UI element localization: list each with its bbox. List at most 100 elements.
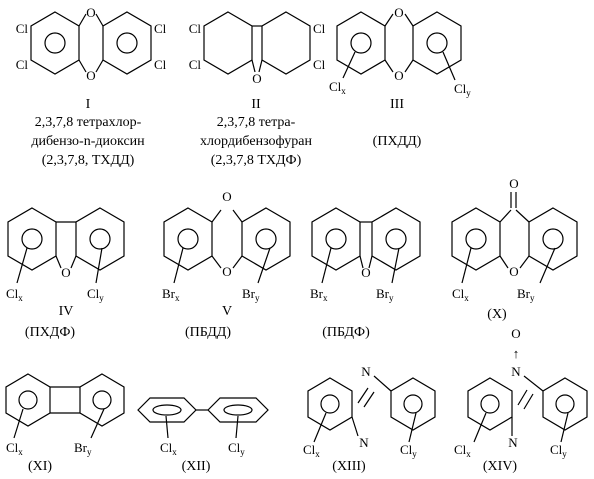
aromatic-circle [385, 228, 407, 250]
structure-IV: O Clx Cly IV (ПХДФ) [6, 207, 125, 340]
chlorine-atom: Cl [16, 57, 29, 72]
chlorine-atom: Cl [189, 21, 202, 36]
aromatic-circle [18, 390, 38, 410]
aromatic-circle [325, 228, 347, 250]
ring-left [7, 207, 57, 271]
chlorine-substituent: Clx [452, 286, 469, 303]
n-oxide-arrow: ↑ [513, 346, 520, 361]
chlorine-atom: Cl [16, 21, 29, 36]
chlorine-substituent: Clx [6, 440, 23, 457]
oxygen-atom: O [361, 265, 370, 280]
oxygen-atom: O [61, 265, 70, 280]
nitrogen-atom: N [361, 364, 371, 379]
nitrogen-atom: N [359, 435, 369, 450]
oxygen-atom: O [222, 264, 231, 279]
caption-line: (2,3,7,8 ТХДФ) [211, 153, 302, 168]
chlorine-substituent: Clx [303, 442, 320, 459]
chlorine-atom: Cl [154, 57, 167, 72]
ring-left [451, 207, 501, 271]
aromatic-circle [555, 394, 575, 414]
oxygen-atom: O [86, 68, 95, 83]
structure-number: I [86, 97, 91, 112]
oxygen-atom: O [509, 264, 518, 279]
bromine-substituent: Bry [242, 286, 260, 303]
aromatic-circle [152, 404, 182, 416]
chlorine-atom: Cl [154, 21, 167, 36]
abbreviation: (ПХДФ) [25, 325, 75, 340]
structure-number: II [251, 97, 261, 112]
structure-III: O O Clx Cly III (ПХДД) [329, 5, 471, 149]
oxygen-atom: O [511, 326, 520, 341]
bromine-substituent: Brx [310, 286, 328, 303]
structure-XIII: N N Clx Cly (XIII) [303, 364, 436, 474]
oxygen-atom: O [394, 68, 403, 83]
ring-left [467, 377, 513, 431]
ring-left [163, 207, 213, 271]
aromatic-circle [177, 228, 199, 250]
ring-left [307, 377, 353, 431]
structure-number: (XIV) [483, 459, 518, 474]
chlorine-substituent: Cly [454, 81, 471, 98]
chlorine-substituent: Clx [160, 440, 177, 457]
aromatic-circle [44, 32, 66, 54]
aromatic-circle [403, 394, 423, 414]
chlorine-substituent: Clx [6, 286, 23, 303]
caption-line: хлордибензофуран [200, 134, 312, 149]
chlorine-atom: Cl [313, 57, 326, 72]
abbreviation: (ПБДД) [185, 325, 231, 340]
aromatic-circle [89, 228, 111, 250]
bromine-substituent: Brx [162, 286, 180, 303]
structure-VI: O Brx Bry (ПБДФ) [310, 207, 421, 340]
chlorine-substituent: Cly [400, 442, 417, 459]
aromatic-circle [223, 404, 253, 416]
structure-number: III [390, 97, 404, 112]
ring-right [102, 11, 152, 75]
ring-right [412, 11, 462, 75]
caption-line: (2,3,7,8, ТХДД) [42, 153, 135, 168]
aromatic-circle [350, 32, 372, 54]
ring-left [311, 207, 361, 271]
ring-right [79, 373, 125, 427]
chlorine-substituent: Cly [228, 440, 245, 457]
structure-number: (X) [487, 307, 507, 322]
aromatic-circle [92, 390, 112, 410]
ring-right [261, 11, 311, 75]
ring-right [528, 207, 578, 271]
aromatic-circle [116, 32, 138, 54]
chlorine-substituent: Cly [87, 286, 104, 303]
aromatic-circle [465, 228, 487, 250]
chlorine-substituent: Clx [329, 79, 346, 96]
aromatic-circle [542, 228, 564, 250]
oxygen-atom: O [252, 71, 261, 86]
ring-left [336, 11, 386, 75]
ring-right [207, 397, 269, 423]
abbreviation: (ПБДФ) [322, 325, 370, 340]
structure-number: (XIII) [332, 459, 366, 474]
oxygen-atom: O [509, 176, 518, 191]
chlorine-substituent: Cly [550, 442, 567, 459]
chlorine-substituent: Clx [454, 442, 471, 459]
structure-X: O O Clx Bry (X) [451, 176, 578, 322]
caption-line: дибензо-n-диоксин [31, 134, 145, 149]
structure-XIV: O ↑ N N Clx Cly (XIV) [454, 326, 588, 474]
structure-number: (XI) [28, 459, 52, 474]
caption-line: 2,3,7,8 тетрахлор- [35, 115, 142, 130]
ring-left [137, 397, 197, 423]
oxygen-atom: O [86, 5, 95, 20]
abbreviation: (ПХДД) [373, 134, 422, 149]
chlorine-atom: Cl [189, 57, 202, 72]
ring-left [5, 373, 51, 427]
bromine-substituent: Bry [74, 440, 92, 457]
aromatic-circle [21, 228, 43, 250]
structure-number: V [222, 304, 232, 319]
chlorine-atom: Cl [313, 21, 326, 36]
aromatic-circle [255, 228, 277, 250]
aromatic-circle [320, 394, 340, 414]
ring-left [30, 11, 80, 75]
structure-XII: Clx Cly (XII) [137, 397, 269, 474]
structure-V: O O Brx Bry V (ПБДД) [162, 189, 291, 340]
structure-number: (XII) [182, 459, 211, 474]
ring-right [542, 377, 588, 431]
